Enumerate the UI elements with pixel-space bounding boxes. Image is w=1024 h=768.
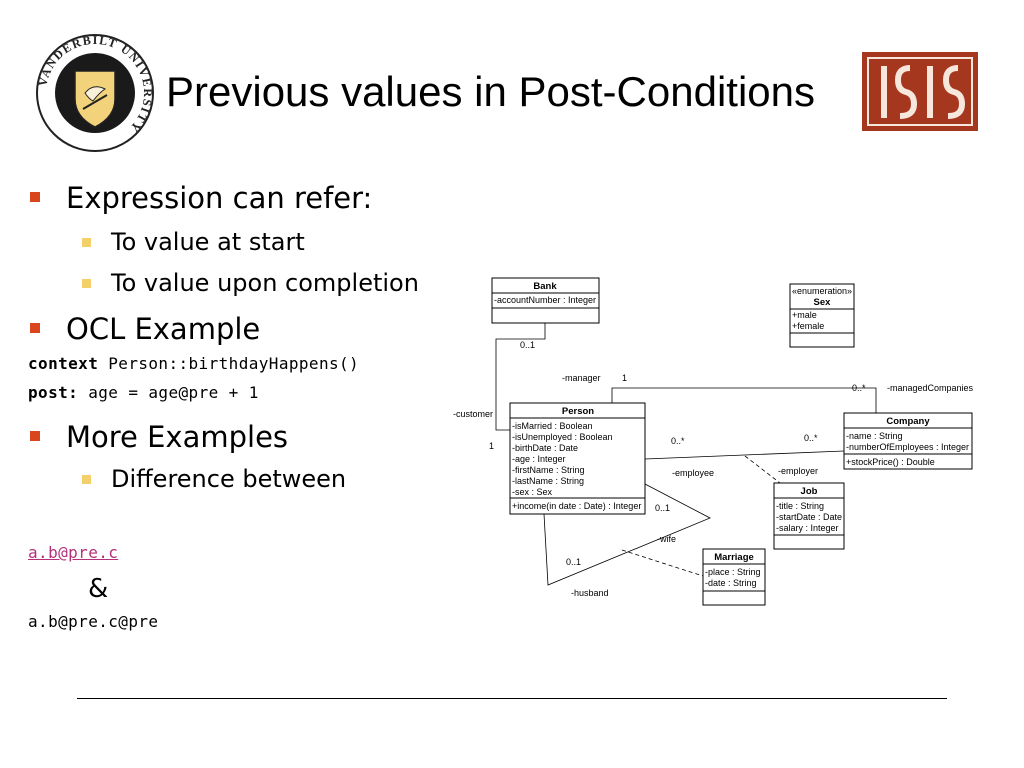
label-customer-mult: 1	[489, 441, 494, 451]
label-employer: -employer	[778, 466, 818, 476]
marriage-attr: -place : String	[705, 567, 761, 577]
label-customer: -customer	[453, 409, 493, 419]
job-attr: -title : String	[776, 501, 824, 511]
code-keyword: post:	[28, 383, 79, 402]
person-name: Person	[562, 406, 594, 417]
code-line-context: context Person::birthdayHappens()	[28, 354, 359, 374]
company-name: Company	[886, 416, 930, 427]
class-sex	[789, 283, 855, 348]
ampersand: &	[88, 574, 109, 604]
class-bank	[491, 277, 600, 324]
class-marriage	[702, 548, 766, 606]
person-attr: -isUnemployed : Boolean	[512, 432, 613, 442]
class-person	[509, 402, 646, 515]
label-manager-mult: 1	[622, 373, 627, 383]
sub-bullet-value-at-start: To value at start	[111, 228, 305, 256]
sub-bullet-difference-between: Difference between	[111, 465, 347, 493]
code-line-post: post: age = age@pre + 1	[28, 383, 259, 403]
marriage-attr: -date : String	[705, 578, 757, 588]
slide-title: Previous values in Post-Conditions	[166, 68, 815, 115]
person-attr: -isMarried : Boolean	[512, 421, 593, 431]
person-op: +income(in date : Date) : Integer	[512, 501, 641, 511]
code-text: age = age@pre + 1	[78, 383, 259, 402]
bank-attr: -accountNumber : Integer	[494, 295, 596, 305]
class-company	[843, 412, 973, 470]
person-attr: -firstName : String	[512, 465, 585, 475]
association-lines	[495, 323, 877, 586]
label-employer-mult: 0..*	[804, 433, 818, 443]
uml-class-diagram: Bank -accountNumber : Integer «enumerati…	[453, 277, 974, 606]
sex-name: Sex	[814, 297, 832, 308]
label-husband-mult: 0..1	[566, 557, 581, 567]
sub-bullet-marker	[82, 279, 91, 288]
label-managed-companies: -managedCompanies	[887, 383, 974, 393]
sub-bullet-marker	[82, 238, 91, 247]
bullet-marker	[30, 323, 40, 333]
bullet-expression-can-refer: Expression can refer:	[66, 181, 373, 215]
association-class-links	[621, 455, 781, 577]
sex-stereotype: «enumeration»	[792, 286, 852, 296]
company-attr: -name : String	[846, 431, 903, 441]
example-link-pre[interactable]: a.b@pre.c	[28, 543, 119, 562]
example-pre-pre: a.b@pre.c@pre	[28, 612, 159, 631]
footer-rule	[77, 698, 947, 699]
label-wife: -wife	[657, 534, 676, 544]
label-bank-mult: 0..1	[520, 340, 535, 350]
person-attr: -age : Integer	[512, 454, 566, 464]
marriage-name: Marriage	[714, 552, 754, 563]
bullet-marker	[30, 431, 40, 441]
code-keyword: context	[28, 354, 99, 373]
isis-logo	[862, 52, 978, 131]
label-wife-mult: 0..1	[655, 503, 670, 513]
job-attr: -startDate : Date	[776, 512, 842, 522]
job-attr: -salary : Integer	[776, 523, 839, 533]
vanderbilt-logo: VANDERBILT UNIVERSITY	[35, 33, 154, 152]
class-job	[773, 482, 845, 550]
sub-bullet-value-upon-completion: To value upon completion	[111, 269, 419, 297]
sub-bullet-marker	[82, 475, 91, 484]
bullet-more-examples: More Examples	[66, 420, 289, 454]
company-attr: -numberOfEmployees : Integer	[846, 442, 969, 452]
code-text: Person::birthdayHappens()	[98, 354, 360, 373]
label-employee: -employee	[672, 468, 714, 478]
person-attr: -sex : Sex	[512, 487, 553, 497]
sex-attr: +male	[792, 310, 817, 320]
person-attr: -birthDate : Date	[512, 443, 578, 453]
bullet-ocl-example: OCL Example	[66, 312, 261, 346]
label-manager: -manager	[562, 373, 601, 383]
company-op: +stockPrice() : Double	[846, 457, 935, 467]
bullet-marker	[30, 192, 40, 202]
job-name: Job	[801, 486, 818, 497]
label-husband: -husband	[571, 588, 609, 598]
label-employee-mult: 0..*	[671, 436, 685, 446]
sex-attr: +female	[792, 321, 824, 331]
person-attr: -lastName : String	[512, 476, 584, 486]
label-managed-mult: 0..*	[852, 383, 866, 393]
bank-name: Bank	[533, 281, 557, 292]
